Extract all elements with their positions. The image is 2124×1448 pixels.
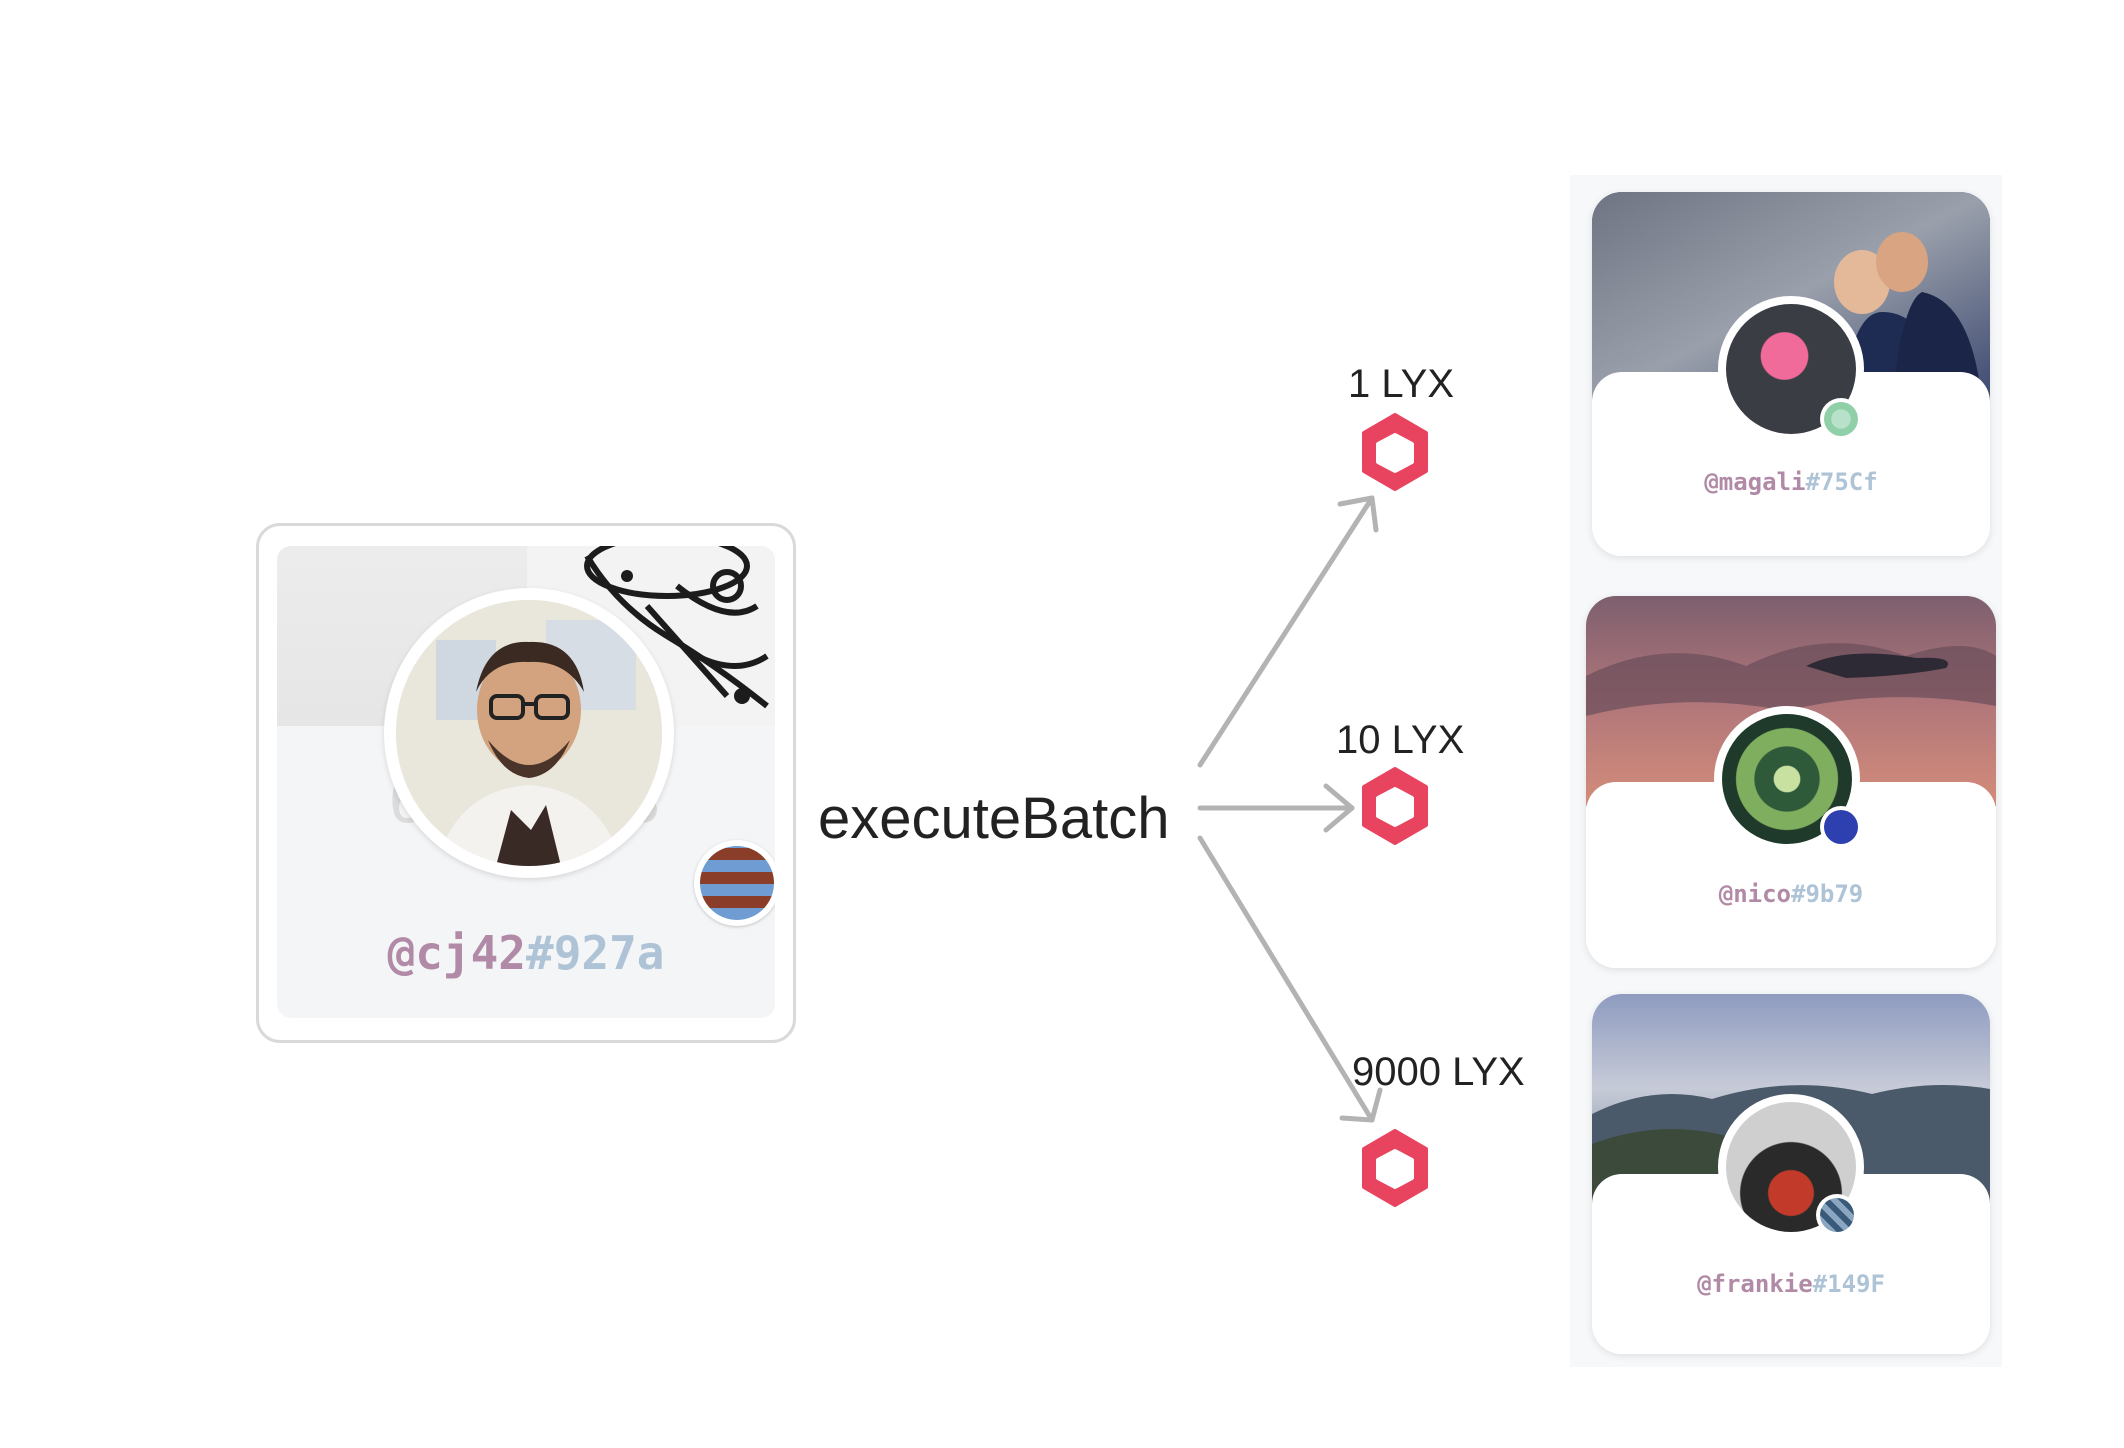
sender-identity-badge-image [700, 846, 774, 920]
lyx-token-icon [1362, 1129, 1428, 1207]
recipient-handle: @nico#9b79 [1586, 880, 1996, 908]
recipient-handle-id: #149F [1812, 1270, 1885, 1298]
sender-handle-name: @cj42 [387, 926, 526, 980]
recipient-card-nico[interactable]: @nico#9b79 [1586, 596, 1996, 968]
recipient-handle-name: @frankie [1697, 1270, 1813, 1298]
recipient-card-frankie[interactable]: @frankie#149F [1592, 994, 1990, 1354]
recipient-handle: @magali#75Cf [1592, 468, 1990, 496]
transfer-amount-3: 9000 LYX [1352, 1050, 1525, 1094]
recipient-handle: @frankie#149F [1592, 1270, 1990, 1298]
recipient-handle-id: #75Cf [1805, 468, 1878, 496]
recipient-handle-name: @magali [1704, 468, 1806, 496]
recipient-avatar[interactable] [1714, 706, 1860, 852]
arrow-icon [1197, 495, 1379, 768]
sender-avatar[interactable] [384, 588, 775, 926]
sender-identity-badge [694, 840, 775, 926]
sender-avatar-photo [396, 600, 662, 866]
recipient-identity-badge [1816, 1194, 1858, 1236]
recipient-handle-id: #9b79 [1791, 880, 1864, 908]
recipient-identity-badge-image [1824, 810, 1858, 844]
sender-handle: @cj42#927a [277, 926, 775, 980]
recipient-identity-badge-image [1824, 402, 1858, 436]
recipient-handle-name: @nico [1718, 880, 1791, 908]
recipient-card-magali[interactable]: @magali#75Cf [1592, 192, 1990, 556]
sender-profile-card[interactable]: 6ee 7B3 [256, 523, 796, 1043]
sender-card-inner: 6ee 7B3 [277, 546, 775, 1018]
sender-handle-id: #927a [526, 926, 665, 980]
lyx-token-icon [1362, 413, 1428, 491]
lyx-token-icon [1362, 767, 1428, 845]
arrow-icon [1197, 835, 1383, 1123]
recipient-identity-badge [1820, 398, 1862, 440]
arrow-icon [1197, 783, 1355, 833]
method-label: executeBatch [818, 786, 1170, 851]
transfer-amount-2: 10 LYX [1336, 718, 1465, 762]
recipient-identity-badge-image [1820, 1198, 1854, 1232]
recipient-identity-badge [1820, 806, 1862, 848]
transfer-amount-1: 1 LYX [1348, 362, 1454, 406]
